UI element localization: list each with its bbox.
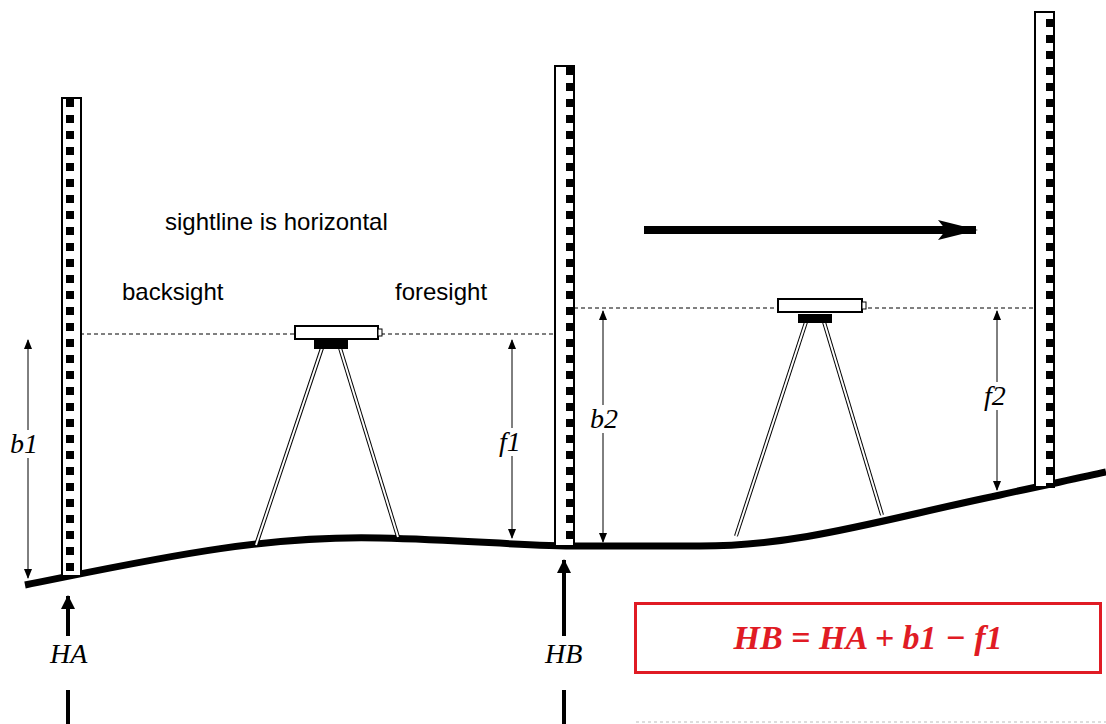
height-pointer	[562, 690, 566, 724]
height-label: HB	[543, 640, 584, 668]
height-pointer	[66, 690, 70, 724]
height-pointer	[66, 596, 70, 636]
formula-box: HB = HA + b1 − f1	[634, 602, 1102, 674]
level-instrument	[736, 299, 882, 536]
dimension-label: f1	[497, 428, 523, 456]
dimension-label: f2	[982, 382, 1008, 410]
height-pointer	[562, 560, 566, 636]
dimension-label: b2	[588, 405, 620, 433]
leveling-staff	[1035, 12, 1054, 487]
annotation: sightline is horizontal	[165, 210, 388, 234]
leveling-staff	[62, 98, 81, 576]
direction-arrow	[644, 226, 976, 234]
level-instrument	[256, 326, 398, 545]
formula-text: HB = HA + b1 − f1	[733, 621, 1099, 655]
annotation: foresight	[395, 280, 487, 304]
dimension-label: b1	[8, 430, 40, 458]
height-label: HA	[48, 640, 89, 668]
leveling-staff	[555, 66, 574, 546]
dimension-arrow	[28, 340, 29, 578]
rule-line	[636, 722, 1106, 723]
annotation: backsight	[122, 280, 223, 304]
